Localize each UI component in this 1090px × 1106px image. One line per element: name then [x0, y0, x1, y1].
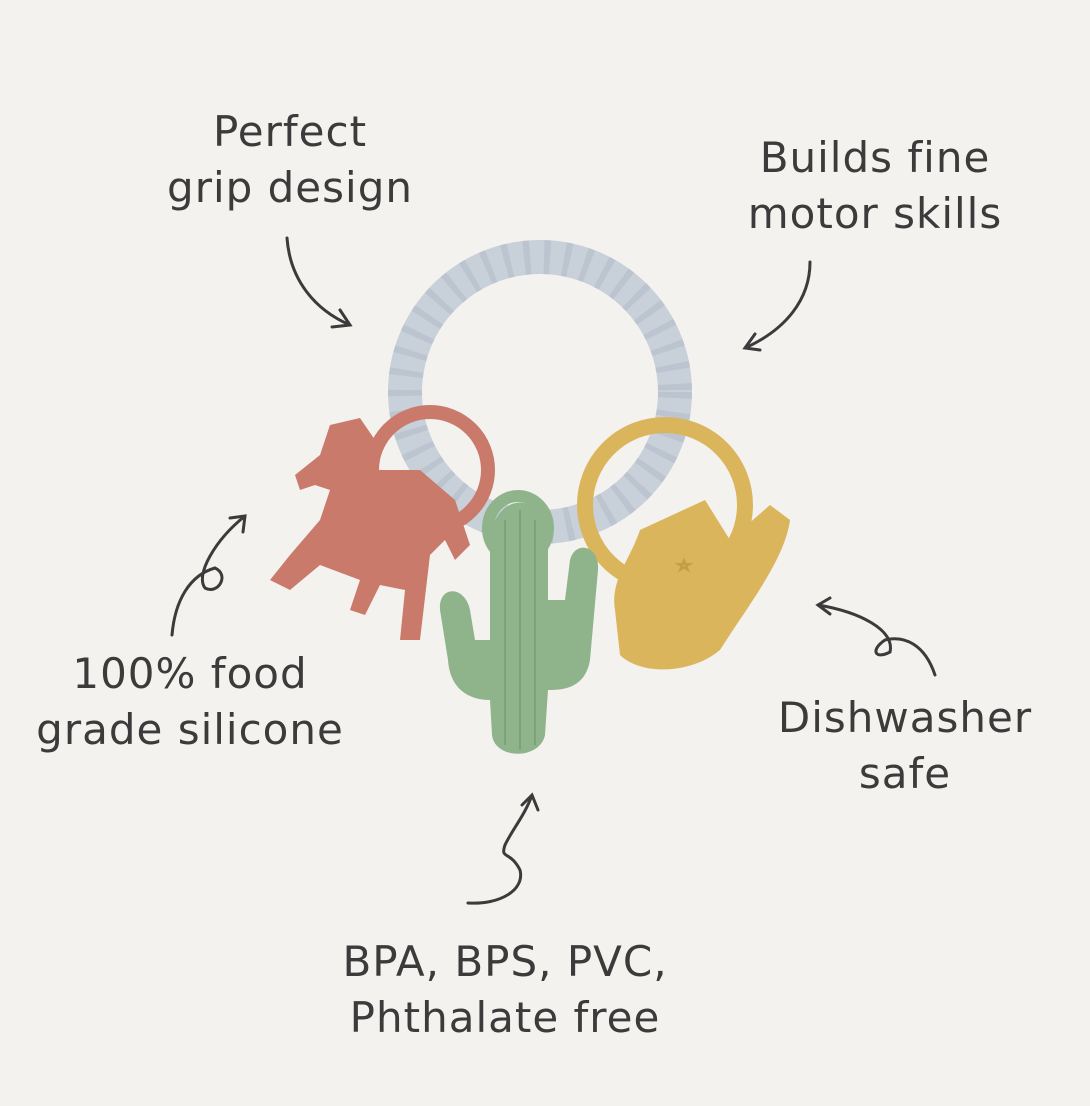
arrow-grip — [285, 236, 353, 329]
feature-line: BPA, BPS, PVC, — [342, 937, 668, 986]
arrow-dishwasher — [815, 596, 937, 677]
arrow-silicone — [170, 514, 247, 637]
feature-line: Phthalate free — [349, 993, 661, 1042]
feature-line: Perfect — [212, 107, 368, 156]
feature-motor-skills: Builds fine motor skills — [710, 130, 1040, 242]
feature-food-grade: 100% food grade silicone — [10, 646, 370, 758]
feature-line: grade silicone — [36, 705, 344, 754]
feature-line: safe — [858, 749, 952, 798]
feature-grip-design: Perfect grip design — [140, 104, 440, 216]
feature-line: grip design — [167, 163, 413, 212]
cactus-charm — [439, 490, 599, 754]
feature-line: motor skills — [747, 189, 1003, 238]
feature-line: 100% food — [72, 649, 308, 698]
arrow-motor — [742, 260, 812, 352]
horse-charm — [270, 405, 495, 640]
arrow-bpa — [466, 792, 540, 905]
feature-line: Dishwasher — [777, 693, 1033, 742]
feature-dishwasher-safe: Dishwasher safe — [750, 690, 1060, 802]
feature-bpa-free: BPA, BPS, PVC, Phthalate free — [300, 934, 710, 1046]
arrows — [170, 236, 937, 905]
feature-line: Builds fine — [759, 133, 991, 182]
hat-charm — [577, 417, 790, 670]
